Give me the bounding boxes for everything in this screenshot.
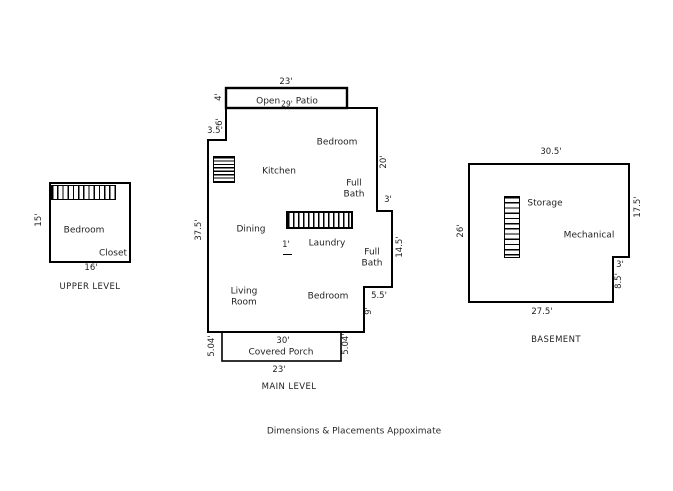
- disclaimer-text: Dimensions & Placements Appoximate: [266, 426, 442, 437]
- open-patio-outline: [224, 86, 349, 110]
- upper-level-caption: UPPER LEVEL: [59, 281, 121, 292]
- porch-label: Covered Porch: [248, 347, 314, 358]
- upper-height-dim: 15': [33, 213, 44, 227]
- patio-inline-dim: 29': [281, 99, 293, 108]
- upper-width-dim: 16': [84, 262, 98, 273]
- patio-left-dim: 4': [213, 93, 224, 101]
- basement-outline: [468, 163, 630, 303]
- main-right-upper-dim: 20': [378, 155, 389, 169]
- porch-top-dim: 30': [276, 335, 290, 346]
- patio-label: Open 29' Patio: [256, 85, 318, 108]
- upper-bedroom-label: Bedroom: [63, 225, 105, 236]
- main-kitchen-label: Kitchen: [262, 166, 296, 177]
- basement-storage-label: Storage: [527, 198, 563, 209]
- main-living-room-label: Living Room: [230, 286, 258, 307]
- porch-left-dim: 5.04': [206, 335, 217, 357]
- main-right-step-top-dim: 3': [384, 194, 392, 205]
- basement-top-dim: 30.5': [540, 146, 562, 157]
- laundry-stairs-hatch: [286, 211, 353, 229]
- main-right-mid-dim: 14.5': [394, 236, 405, 258]
- porch-right-dim: 5.04': [340, 333, 351, 355]
- basement-left-dim: 26': [455, 224, 466, 238]
- main-full-bath-upper-label: Full Bath: [343, 178, 365, 199]
- main-level-outline: [207, 107, 393, 333]
- upper-closet-label: Closet: [98, 248, 128, 259]
- main-level-caption: MAIN LEVEL: [261, 381, 317, 392]
- one-foot-tick: [283, 254, 292, 256]
- main-left-upper-dim: 6': [214, 118, 225, 126]
- patio-word-patio: Patio: [295, 96, 318, 106]
- basement-notch-height-dim: 8.5': [613, 273, 624, 289]
- main-dining-label: Dining: [236, 224, 266, 235]
- upper-level-outline: [49, 182, 131, 263]
- basement-caption: BASEMENT: [531, 334, 581, 345]
- basement-stairs-hatch: [504, 196, 520, 258]
- main-one-foot-dim: 1': [282, 239, 290, 250]
- basement-notch-width-dim: 3': [616, 259, 624, 270]
- kitchen-stairs-hatch: [213, 156, 235, 183]
- basement-right-dim: 17.5': [632, 196, 643, 218]
- patio-word-open: Open: [256, 96, 281, 106]
- main-bedroom-bottom-label: Bedroom: [307, 291, 349, 302]
- main-left-main-dim: 37.5': [193, 219, 204, 241]
- upper-closet-hatch: [51, 185, 116, 200]
- basement-bottom-dim: 27.5': [531, 306, 553, 317]
- patio-top-dim: 23': [279, 76, 293, 87]
- main-right-step-bottom-dim: 5.5': [371, 290, 387, 301]
- main-laundry-label: Laundry: [308, 238, 346, 249]
- porch-bottom-dim: 23': [272, 364, 286, 375]
- main-left-step-dim: 3.5': [207, 125, 223, 136]
- main-right-lower-dim: 9': [363, 307, 374, 315]
- covered-porch-outline: [221, 331, 342, 362]
- main-full-bath-lower-label: Full Bath: [361, 247, 383, 268]
- main-bedroom-top-label: Bedroom: [316, 137, 358, 148]
- basement-mechanical-label: Mechanical: [563, 230, 615, 241]
